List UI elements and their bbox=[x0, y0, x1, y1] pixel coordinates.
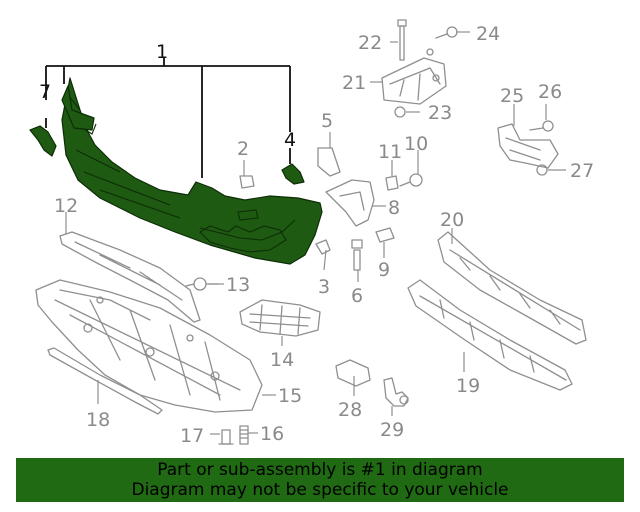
callout-25[interactable]: 25 bbox=[500, 85, 524, 107]
leader-lines bbox=[45, 31, 566, 435]
reinforcement-beam-part-20[interactable] bbox=[437, 231, 587, 345]
trim-strip-part-12[interactable] bbox=[59, 231, 201, 323]
clip-part-11[interactable] bbox=[385, 175, 399, 191]
banner-line-2: Diagram may not be specific to your vehi… bbox=[131, 480, 509, 500]
callout-9[interactable]: 9 bbox=[378, 259, 390, 281]
grille-part-14[interactable] bbox=[239, 299, 321, 337]
lower-strip-part-18[interactable] bbox=[47, 347, 163, 415]
callout-10[interactable]: 10 bbox=[404, 133, 428, 155]
bracket-part-7[interactable] bbox=[29, 125, 57, 157]
bracket-part-4[interactable] bbox=[281, 163, 305, 185]
callout-23[interactable]: 23 bbox=[428, 102, 452, 124]
callout-14[interactable]: 14 bbox=[270, 349, 294, 371]
info-banner: Part or sub-assembly is #1 in diagram Di… bbox=[16, 458, 624, 502]
bumper-cover-part-1[interactable] bbox=[61, 77, 323, 265]
callout-15[interactable]: 15 bbox=[278, 385, 302, 407]
callout-28[interactable]: 28 bbox=[338, 399, 362, 421]
sensor-bracket-part-29[interactable] bbox=[383, 377, 409, 407]
callout-29[interactable]: 29 bbox=[380, 419, 404, 441]
callout-2[interactable]: 2 bbox=[237, 138, 249, 160]
callout-3[interactable]: 3 bbox=[318, 276, 330, 298]
callout-18[interactable]: 18 bbox=[86, 409, 110, 431]
bracket-part-25[interactable] bbox=[497, 123, 559, 169]
splash-shield-part-15[interactable] bbox=[35, 279, 263, 413]
callout-17[interactable]: 17 bbox=[180, 425, 204, 447]
stud-part-16[interactable] bbox=[239, 425, 249, 445]
bolt-part-6[interactable] bbox=[351, 239, 363, 271]
bolt-part-22[interactable] bbox=[397, 19, 407, 61]
callout-16[interactable]: 16 bbox=[260, 423, 284, 445]
bolt-part-10[interactable] bbox=[399, 173, 423, 187]
callout-7[interactable]: 7 bbox=[39, 81, 51, 103]
callout-1[interactable]: 1 bbox=[156, 41, 168, 63]
stud-part-17[interactable] bbox=[218, 429, 234, 445]
clip-part-3[interactable] bbox=[315, 239, 331, 255]
callout-6[interactable]: 6 bbox=[351, 285, 363, 307]
bolt-part-26[interactable] bbox=[529, 120, 554, 132]
callout-4[interactable]: 4 bbox=[284, 129, 296, 151]
callout-8[interactable]: 8 bbox=[388, 197, 400, 219]
callout-labels: 1 7 4 2 3 5 6 8 9 10 11 12 13 14 15 16 1… bbox=[39, 23, 594, 447]
energy-absorber-part-19[interactable] bbox=[407, 279, 573, 391]
banner-line-1: Part or sub-assembly is #1 in diagram bbox=[157, 460, 483, 480]
callout-13[interactable]: 13 bbox=[226, 274, 250, 296]
callout-24[interactable]: 24 bbox=[476, 23, 500, 45]
callout-21[interactable]: 21 bbox=[342, 72, 366, 94]
clip-part-9[interactable] bbox=[375, 227, 395, 243]
callout-26[interactable]: 26 bbox=[538, 81, 562, 103]
nut-part-23[interactable] bbox=[394, 106, 406, 118]
callout-22[interactable]: 22 bbox=[358, 32, 382, 54]
guide-bracket-part-8[interactable] bbox=[325, 179, 375, 227]
nut-part-27[interactable] bbox=[536, 164, 548, 176]
callout-5[interactable]: 5 bbox=[321, 110, 333, 132]
clip-part-2[interactable] bbox=[239, 175, 255, 189]
callout-11[interactable]: 11 bbox=[378, 141, 402, 163]
sensor-part-28[interactable] bbox=[335, 359, 371, 387]
bolt-part-24[interactable] bbox=[435, 26, 458, 39]
callout-19[interactable]: 19 bbox=[456, 375, 480, 397]
callout-27[interactable]: 27 bbox=[570, 160, 594, 182]
bracket-part-5[interactable] bbox=[317, 147, 341, 177]
bracket-part-21[interactable] bbox=[381, 48, 447, 105]
callout-12[interactable]: 12 bbox=[54, 195, 78, 217]
callout-20[interactable]: 20 bbox=[440, 209, 464, 231]
